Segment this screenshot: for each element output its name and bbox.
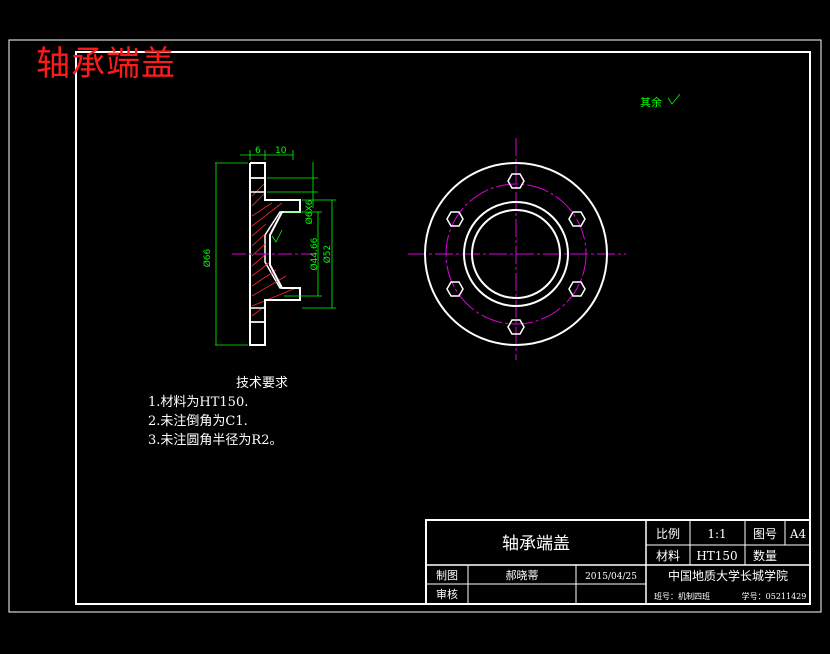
svg-text:其余: 其余 (640, 95, 662, 109)
tb-part-name: 轴承端盖 (502, 534, 570, 554)
tb-date: 2015/04/25 (585, 572, 637, 582)
section-view: 6 10 Ø66 Ø6X6 Ø44.66 Ø52 (202, 146, 336, 346)
tb-review-label: 审核 (436, 587, 458, 601)
dim-d6x6: Ø6X6 (304, 199, 315, 224)
dim-d52: Ø52 (322, 245, 333, 264)
front-view (408, 138, 626, 360)
tb-class-info: 班号：机制四班 (654, 591, 710, 601)
inner-frame (75, 51, 811, 605)
tb-quantity-label: 数量 (753, 548, 777, 563)
tb-scale-label: 比例 (656, 527, 680, 541)
tech-req-item-1: 1.材料为HT150. (148, 395, 249, 410)
dim-d66: Ø66 (202, 248, 213, 267)
roughness-symbol (271, 229, 283, 243)
tb-drawn-name: 郝晓蒂 (506, 568, 539, 582)
tb-student-id: 学号：05211429 (742, 591, 807, 601)
dim-d44: Ø44.66 (309, 237, 320, 270)
title-block (425, 519, 811, 605)
tb-drawing-no-label: 图号 (753, 527, 777, 541)
dim-6: 6 (255, 146, 261, 156)
tb-school: 中国地质大学长城学院 (668, 568, 788, 583)
watermark-title: 轴承端盖 (36, 44, 176, 84)
dim-10: 10 (275, 146, 287, 156)
roughness-note: 其余 (640, 93, 681, 109)
tech-req-item-3: 3.未注圆角半径为R2。 (148, 433, 283, 448)
tech-req-item-2: 2.未注倒角为C1. (148, 414, 248, 429)
tb-material-label: 材料 (656, 549, 680, 563)
tech-req-title: 技术要求 (236, 376, 289, 391)
technical-requirements: 技术要求 1.材料为HT150. 2.未注倒角为C1. 3.未注圆角半径为R2。 (148, 374, 288, 450)
section-dimension-lines (215, 150, 336, 346)
tb-scale-value: 1:1 (707, 527, 726, 541)
outer-frame (8, 39, 822, 613)
section-outline (249, 162, 301, 346)
tb-material-value: HT150 (696, 549, 737, 563)
tb-drawn-label: 制图 (436, 569, 458, 582)
tb-drawing-no-value: A4 (789, 527, 807, 541)
